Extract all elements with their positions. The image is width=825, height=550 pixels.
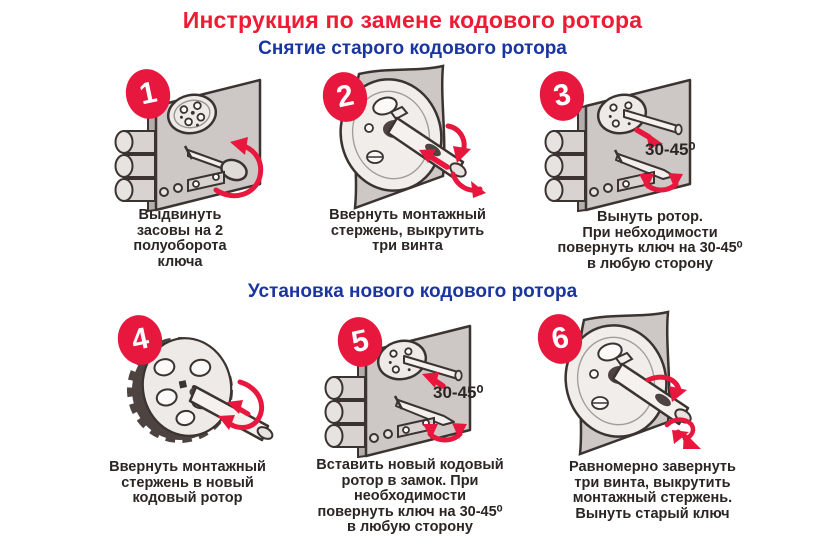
step-number: 3 [550,77,574,114]
step-1: 1 [75,60,285,275]
step-5-caption: Вставить новый кодовый ротор в замок. Пр… [316,457,504,535]
push-in-arrow-icon [422,372,446,389]
angle-label: 30-45⁰ [433,383,484,402]
page-title: Инструкция по замене кодового ротора [182,7,643,33]
step-number: 6 [548,320,572,357]
lock-bolts-icon [324,376,366,448]
push-rod-arrow-icon [419,149,450,170]
step-number: 2 [333,78,357,115]
rotate-key-arrow-icon [213,137,264,199]
lock-bolts-icon [544,130,586,202]
rotate-rod-arrow-icon [450,171,486,198]
pull-out-arrow-icon [634,127,663,148]
lock-face-plate-illustration [564,310,701,456]
step-6: 6 [530,306,775,541]
mounting-rod-icon [403,355,463,382]
step-number: 5 [348,323,372,360]
section-heading-removal: Снятие старого кодового ротора [258,38,567,59]
mounting-rod-icon [623,109,683,136]
key-icon [613,149,675,180]
step-6-caption: Равномерно завернуть три винта, выкрутит… [569,459,736,522]
step-3: 3 30-45⁰ [525,60,775,275]
screw-in-arrow-icon [445,123,471,163]
section-heading-install: Установка нового кодового ротора [247,281,578,302]
code-rotor-icon [596,93,648,135]
code-rotor-icon [376,339,428,381]
code-rotor-icon [166,93,218,135]
step-4-caption: Ввернуть монтажный стержень в новый кодо… [109,459,266,506]
rock-key-arrow-icon [423,423,467,443]
step-2-caption: Ввернуть монтажный стержень, выкрутить т… [329,207,486,254]
step-3-caption: Вынуть ротор. При небходимости повернуть… [557,209,743,272]
pull-out-arrow-icon [675,429,701,449]
step-1-caption: Выдвинуть засовы на 2 полуоборота ключа [133,207,227,270]
rock-key-arrow-icon [639,173,683,193]
safe-lock-side-illustration [114,78,264,212]
step-5: 5 30-45⁰ [295,306,525,546]
lock-bolts-icon [114,130,156,202]
safe-lock-side-illustration [324,324,472,459]
step-4: 4 [80,306,295,541]
step-number: 4 [128,321,152,358]
angle-label: 30-45⁰ [645,140,696,159]
step-number: 1 [136,75,160,112]
rotor-gear-illustration [127,337,274,443]
key-icon [183,145,248,182]
safe-lock-side-illustration [544,78,692,212]
step-2: 2 [295,60,520,275]
key-icon [393,395,455,426]
screw-rod-arrow-icon [218,379,264,430]
tighten-screws-arrow-icon [645,374,687,402]
